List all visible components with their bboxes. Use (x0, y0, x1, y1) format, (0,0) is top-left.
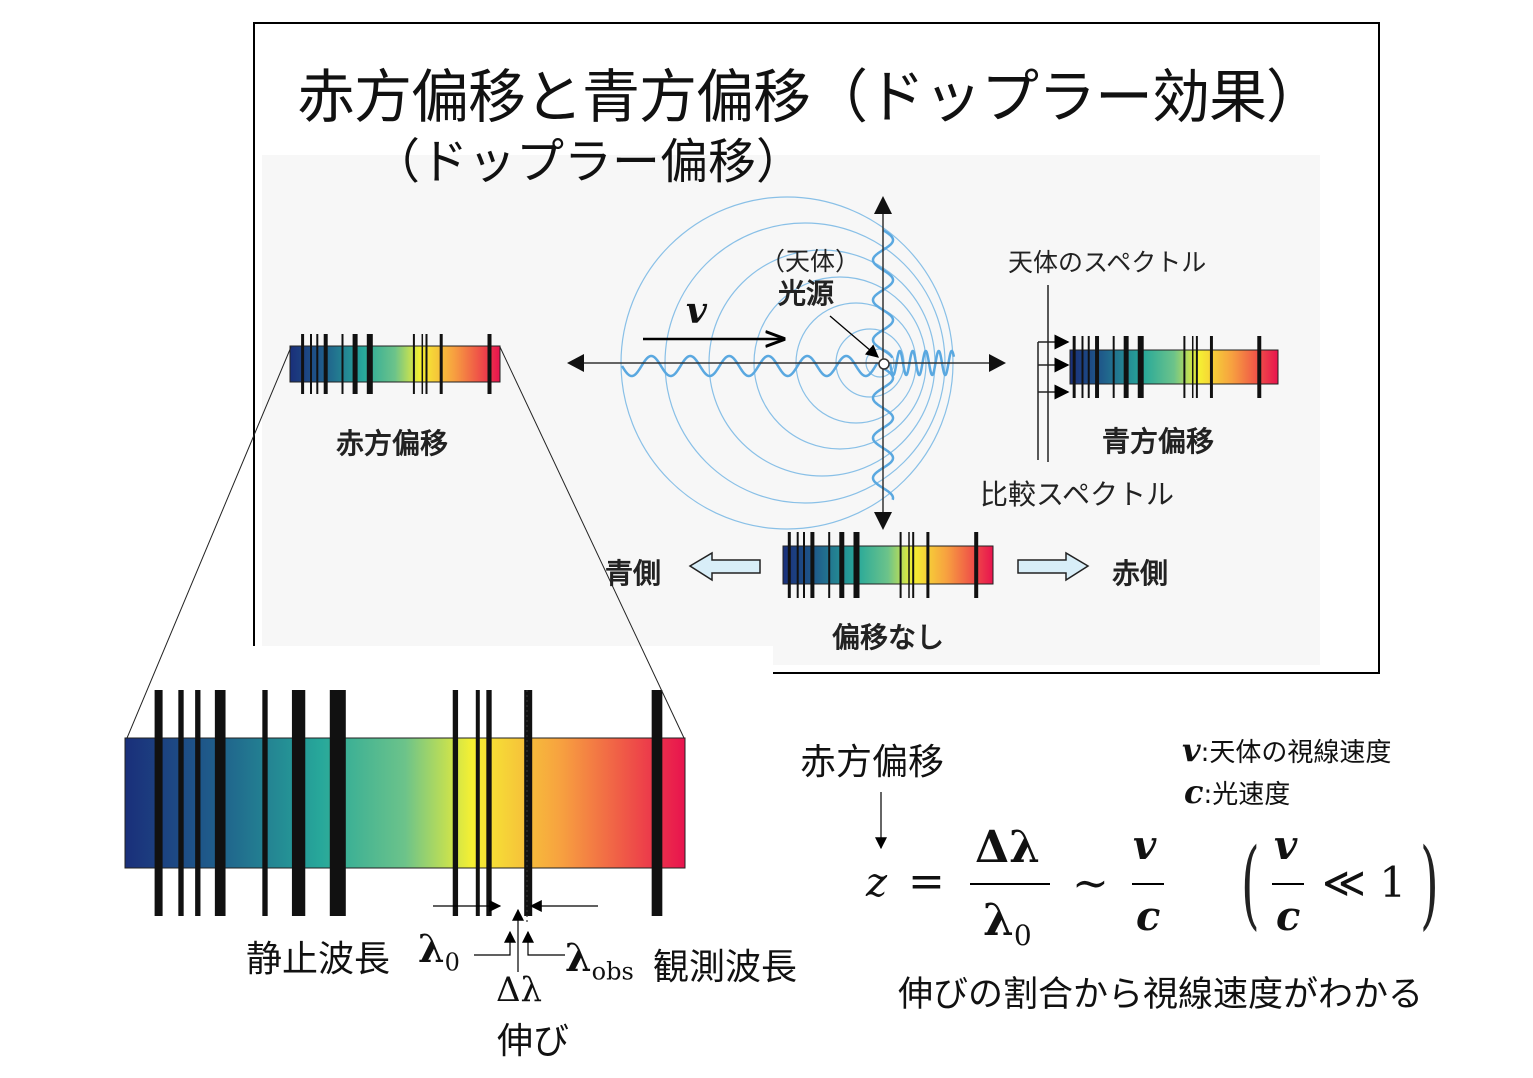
no-shift-spectrum (782, 545, 994, 585)
red-side-arrow-icon (1017, 551, 1090, 582)
legend-v: v:天体の視線速度 (1182, 731, 1391, 769)
spectrum-bracket (1037, 285, 1049, 462)
legend-v-text: :天体の視線速度 (1200, 738, 1392, 768)
zoom-line-left (126, 346, 292, 739)
legend-c: c:光速度 (1184, 773, 1290, 811)
source-pointer-arrow (829, 315, 879, 358)
up-wave (871, 228, 895, 359)
legend-v-symbol: v (1182, 731, 1201, 769)
arrow-left-icon (567, 354, 584, 372)
lambda-obs-text: λ (565, 935, 592, 980)
lambda-obs-leader (522, 930, 565, 956)
rest-wavelength-label: 静止波長 (246, 939, 391, 980)
light-source-dot (878, 358, 890, 370)
down-wave (871, 366, 895, 501)
cond-num: v (1274, 822, 1298, 869)
formula-den2: c (1136, 893, 1161, 940)
lambda-obs-symbol: λobs (565, 935, 634, 986)
redshift-spectrum (289, 345, 501, 383)
formula-den1-sub: 0 (1013, 918, 1032, 952)
spectra (124, 334, 1279, 916)
arrow-up-icon (874, 196, 892, 214)
formula-approx: ~ (1072, 858, 1109, 909)
annotations (126, 285, 1304, 972)
frame-cover (240, 646, 773, 686)
paren-left: ( (1241, 828, 1260, 940)
short-wave (888, 349, 956, 377)
comparison-spectrum-label: 比較スペクトル (980, 478, 1175, 511)
axes (567, 196, 1006, 530)
source-paren-label: （天体） (760, 247, 861, 276)
redshift-label: 赤方偏移 (336, 427, 449, 460)
formula-den1: λ0 (983, 895, 1032, 952)
page-subtitle: （ドップラー偏移） (372, 134, 805, 190)
blue-side-arrow-icon (688, 551, 761, 582)
lambda0-symbol: λ0 (418, 926, 460, 977)
no-shift-label: 偏移なし (832, 621, 945, 654)
paren-right: ) (1420, 828, 1439, 940)
formula-z: z (866, 860, 888, 906)
lambda0-leader (474, 930, 516, 956)
lambda0-text: λ (418, 926, 445, 971)
legend-c-symbol: c (1184, 773, 1204, 811)
delta-lambda-label: Δλ (496, 970, 543, 1010)
light-waves (620, 228, 956, 501)
blue-side-label: 青側 (605, 557, 662, 590)
formula-num1: Δλ (975, 822, 1040, 873)
formula-eq: = (908, 856, 945, 907)
stretch-label: 伸び (497, 1021, 570, 1062)
observed-wavelength-label: 観測波長 (653, 947, 798, 988)
lambda0-sub: 0 (444, 948, 460, 977)
object-spectrum-label: 天体のスペクトル (1008, 248, 1207, 277)
formula-redshift-label: 赤方偏移 (800, 742, 945, 783)
cond-rel: ≪ 1 (1322, 858, 1407, 907)
slide-frame (253, 22, 1380, 674)
long-wave (620, 354, 879, 378)
formula-den1-text: λ (983, 895, 1014, 946)
zoom-line-right (499, 346, 685, 739)
zoomed-redshift-spectrum (124, 737, 686, 869)
blueshift-spectrum (1069, 349, 1279, 385)
page-title: 赤方偏移と青方偏移（ドップラー効果） (297, 63, 1324, 131)
blueshift-label: 青方偏移 (1102, 425, 1215, 458)
arrow-down-icon (874, 512, 892, 530)
legend-c-text: :光速度 (1203, 780, 1291, 810)
lambda-obs-sub: obs (591, 957, 634, 986)
source-label: 光源 (778, 277, 835, 310)
velocity-symbol: v (686, 290, 707, 332)
arrow-right-icon (989, 354, 1006, 372)
formula-caption: 伸びの割合から視線速度がわかる (898, 975, 1424, 1015)
red-side-label: 赤側 (1112, 557, 1169, 590)
formula-num2: v (1133, 822, 1157, 869)
cond-den: c (1276, 893, 1301, 940)
